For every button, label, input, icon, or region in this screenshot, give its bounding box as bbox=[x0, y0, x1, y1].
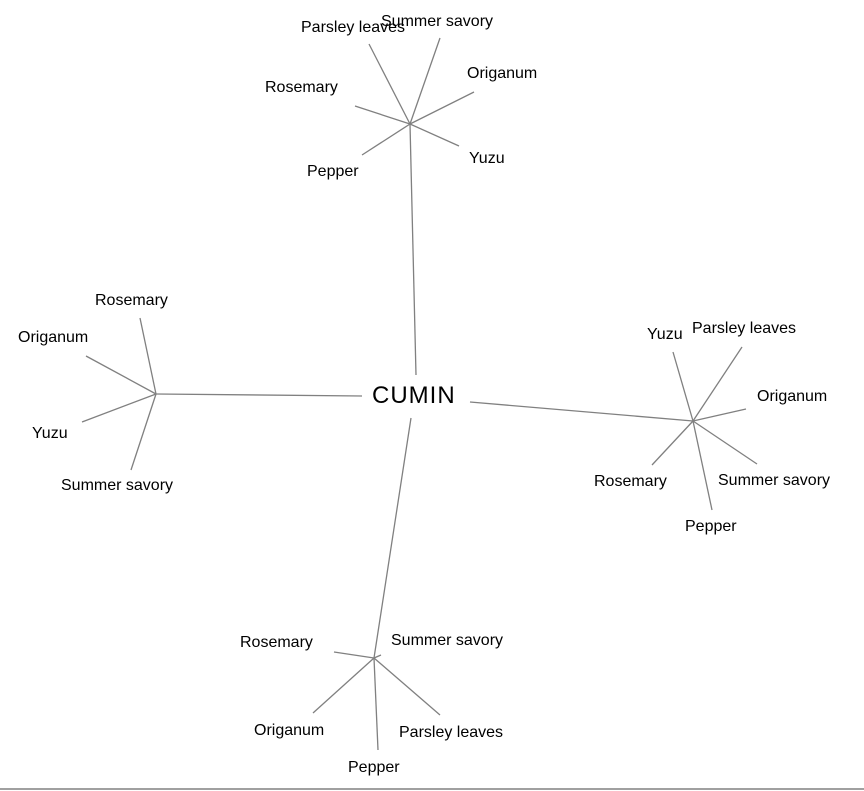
node-top-summer-savory[interactable]: Summer savory bbox=[381, 13, 494, 30]
node-bottom-summer-savory[interactable]: Summer savory bbox=[391, 632, 504, 649]
node-bottom-origanum[interactable]: Origanum bbox=[254, 722, 325, 739]
edge-bottom-rosemary bbox=[333, 651, 375, 659]
edge-right-parsley bbox=[692, 346, 743, 422]
edge-top-rosemary bbox=[354, 105, 411, 125]
node-bottom-pepper[interactable]: Pepper bbox=[348, 759, 400, 776]
node-top-parsley-leaves[interactable]: Parsley leaves bbox=[301, 19, 406, 36]
edge-center-bottom bbox=[373, 417, 412, 659]
node-right-origanum[interactable]: Origanum bbox=[757, 388, 828, 405]
node-bottom-rosemary[interactable]: Rosemary bbox=[240, 634, 313, 651]
node-right-summer-savory[interactable]: Summer savory bbox=[718, 472, 831, 489]
node-right-rosemary[interactable]: Rosemary bbox=[594, 473, 667, 490]
edge-right-savory bbox=[692, 420, 758, 465]
bottom-divider bbox=[0, 788, 864, 790]
node-top-origanum[interactable]: Origanum bbox=[467, 65, 538, 82]
edge-right-origanum bbox=[692, 408, 747, 422]
edge-right-pepper bbox=[692, 420, 713, 511]
edge-top-yuzu bbox=[409, 123, 460, 147]
center-node[interactable]: CUMIN bbox=[372, 382, 456, 409]
edge-bottom-origanum bbox=[312, 657, 375, 714]
edge-top-savory bbox=[409, 37, 441, 125]
node-right-pepper[interactable]: Pepper bbox=[685, 518, 737, 535]
edge-right-yuzu bbox=[672, 351, 694, 422]
node-bottom-parsley-leaves[interactable]: Parsley leaves bbox=[399, 724, 504, 741]
edge-center-top bbox=[409, 123, 417, 376]
edge-top-parsley bbox=[368, 43, 411, 125]
node-left-yuzu[interactable]: Yuzu bbox=[32, 425, 68, 442]
edge-top-origanum bbox=[409, 91, 475, 125]
edge-top-pepper bbox=[361, 123, 411, 156]
edge-left-rosemary bbox=[139, 317, 157, 395]
edge-left-savory bbox=[130, 393, 157, 471]
edge-bottom-savory bbox=[373, 654, 382, 659]
node-left-origanum[interactable]: Origanum bbox=[18, 329, 89, 346]
edge-bottom-parsley bbox=[373, 657, 441, 716]
node-top-pepper[interactable]: Pepper bbox=[307, 163, 359, 180]
node-left-summer-savory[interactable]: Summer savory bbox=[61, 477, 174, 494]
node-top-rosemary[interactable]: Rosemary bbox=[265, 79, 338, 96]
edge-center-right bbox=[469, 401, 694, 422]
node-right-yuzu[interactable]: Yuzu bbox=[647, 326, 683, 343]
edge-left-yuzu bbox=[81, 393, 157, 423]
node-right-parsley-leaves[interactable]: Parsley leaves bbox=[692, 320, 797, 337]
edge-center-left bbox=[155, 393, 363, 397]
edge-bottom-pepper bbox=[373, 657, 379, 751]
edge-left-origanum bbox=[85, 355, 157, 395]
edge-right-rosemary bbox=[651, 420, 694, 466]
node-top-yuzu[interactable]: Yuzu bbox=[469, 150, 505, 167]
node-left-rosemary[interactable]: Rosemary bbox=[95, 292, 168, 309]
